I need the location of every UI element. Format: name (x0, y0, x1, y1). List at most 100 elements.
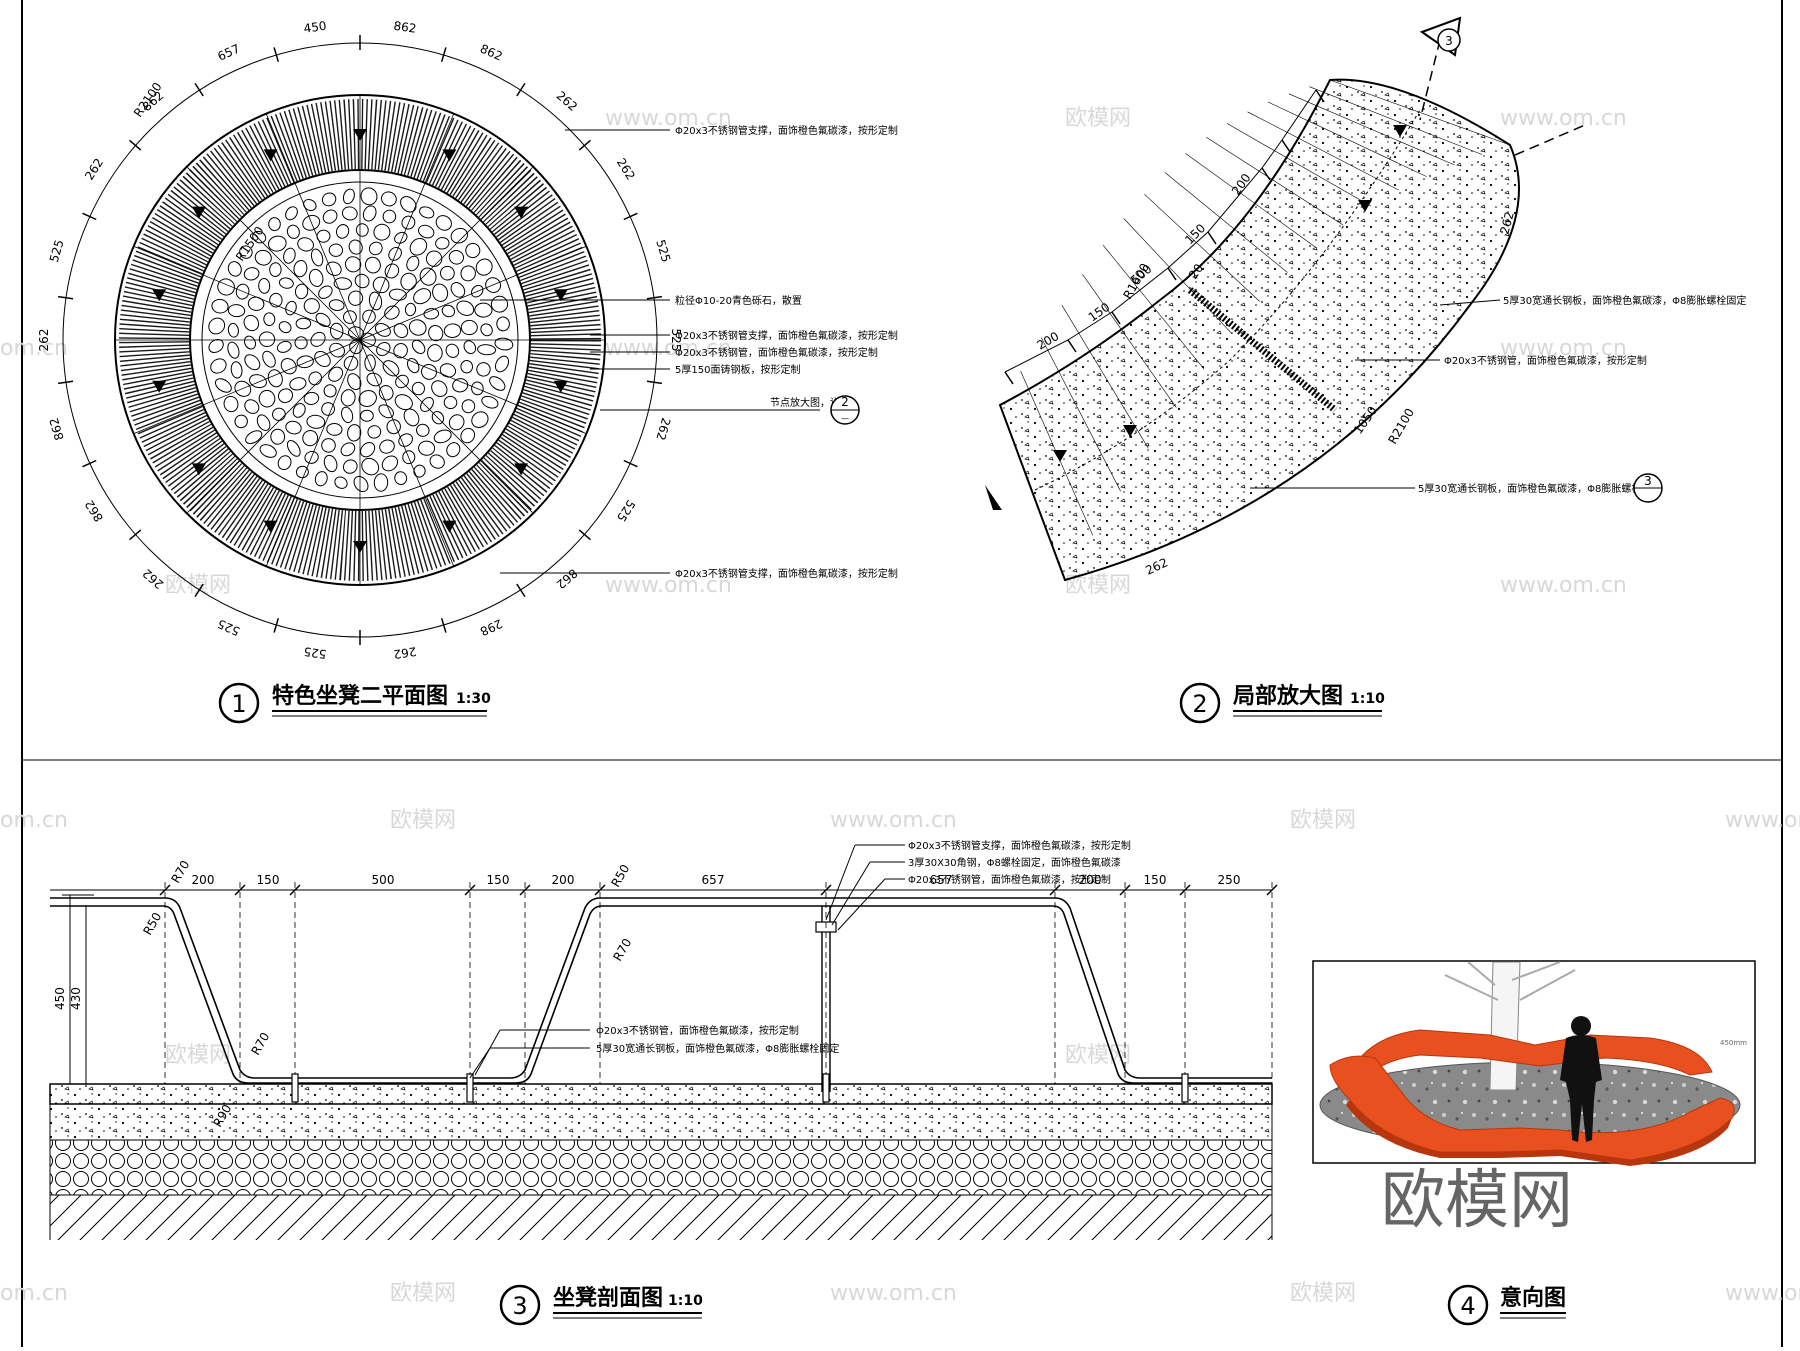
plan-cobblestone (398, 433, 413, 447)
plan-cobblestone (373, 473, 389, 492)
detail-section-line (1419, 39, 1586, 156)
watermark-site: www.om.cn (605, 336, 732, 361)
plan-cobblestone (314, 471, 328, 487)
plan-cobblestone (490, 295, 509, 313)
plan-cobblestone (303, 298, 320, 314)
plan-cobblestone (334, 476, 348, 489)
plan-radial-line (359, 339, 455, 567)
plan-cobblestone (285, 300, 297, 316)
section-radius-label: R70 (610, 936, 634, 963)
watermark-brand: 欧模网 (1290, 808, 1356, 833)
plan-cobblestone (348, 290, 364, 306)
plan-cobblestone (302, 430, 319, 447)
plan-level-marker (191, 206, 206, 219)
detail-support-tube (1187, 287, 1338, 413)
section-note: 5厚30宽通长钢板，面饰橙色氟碳漆，Φ8膨胀螺栓固定 (596, 1042, 839, 1055)
plan-cobblestone (328, 243, 344, 257)
plan-level-marker (442, 520, 457, 533)
section-bench-profile-inner (50, 905, 1272, 1084)
plan-detail-callout-number: 2 (841, 395, 849, 409)
plan-cobblestone (384, 305, 400, 320)
watermark-brand: 欧模网 (390, 808, 456, 833)
plan-cobblestone (211, 298, 229, 314)
plan-cobblestone (372, 276, 390, 294)
plan-dimension-label: 450 (303, 19, 328, 36)
plan-cobblestone (244, 399, 260, 414)
plan-cobblestone (432, 283, 449, 302)
render-bench-back (1359, 1029, 1713, 1076)
plan-cobblestone (382, 360, 400, 377)
detail-title: 局部放大图 (1233, 683, 1343, 709)
plan-cobblestone (411, 339, 426, 355)
section-soil-layer (50, 1195, 1272, 1240)
plan-cobblestone (249, 374, 267, 389)
plan-radial-line (359, 339, 534, 514)
plan-cobblestone (310, 331, 326, 347)
plan-cobblestone (429, 454, 445, 469)
plan-cobblestone (315, 312, 331, 327)
detail-slat-line (1206, 136, 1344, 226)
plan-cobblestone (234, 414, 248, 429)
plan-cobblestone (286, 224, 300, 239)
plan-cobblestone (360, 442, 376, 458)
plan-cobblestone (280, 358, 297, 375)
plan-detail-callout-sheet: — (841, 414, 849, 423)
plan-cobblestone (254, 249, 272, 266)
plan-cobblestone (343, 355, 359, 371)
watermarks: www.om.cn 欧模网 www.om.cn www.om.cn www.om… (0, 106, 1800, 1306)
plan-cobblestone (413, 288, 432, 305)
plan-cobblestone (419, 267, 437, 286)
plan-dimension-label: 525 (303, 644, 328, 661)
plan-note: 节点放大图，详 (770, 396, 840, 409)
plan-cobblestone (394, 394, 413, 411)
detail-dimension-tick (1207, 231, 1217, 245)
watermark-site: www.om.cn (1500, 336, 1627, 361)
render-person-silhouette (1560, 1016, 1602, 1142)
plan-cobblestone (360, 187, 378, 206)
section-dimension-label: 150 (257, 873, 280, 887)
plan-cobblestone (456, 300, 475, 316)
plan-cobblestone (460, 265, 476, 282)
section-pavement-layer (49, 1083, 1273, 1105)
plan-level-marker (514, 206, 529, 219)
plan-cobblestone (425, 250, 443, 267)
plan-cobblestone (421, 363, 437, 380)
plan-cobblestone (297, 237, 314, 252)
watermark-site: www.om.cn (1725, 1281, 1800, 1306)
plan-cobblestone (230, 361, 243, 379)
plan-radial-line (265, 339, 361, 567)
section-title-number: 3 (512, 1292, 527, 1320)
plan-cobblestone (244, 354, 261, 371)
plan-cobblestone (416, 423, 430, 437)
plan-cobblestone (296, 355, 314, 369)
section-note: Φ20x3不锈钢管支撑，面饰橙色氟碳漆，按形定制 (908, 839, 1131, 852)
plan-cobblestone (347, 373, 362, 390)
detail-level-marker (1123, 425, 1137, 437)
detail-slat-line (1226, 123, 1372, 207)
detail-dimension-label: 262 (1143, 555, 1170, 577)
plan-cobblestone (460, 360, 474, 374)
plan-cobblestone (294, 336, 308, 350)
plan-cobblestone (367, 425, 382, 439)
plan-cobblestone (285, 420, 302, 435)
section-dimension-tick (519, 884, 531, 896)
plan-cobblestone (394, 231, 408, 244)
plan-dimension-label: 525 (669, 329, 683, 352)
section-dimension-tick (1266, 884, 1278, 896)
plan-cobblestone (343, 310, 357, 324)
plan-cobblestone (461, 399, 476, 414)
plan-cobblestone (353, 475, 369, 493)
section-dimension-tick (234, 884, 246, 896)
plan-dimension-tick (273, 47, 280, 62)
plan-cobblestone (362, 309, 376, 324)
plan-cobblestone (435, 237, 450, 250)
plan-cobblestone (245, 430, 263, 444)
plan-dimension-label: 862 (554, 566, 580, 592)
plan-dimension-tick (194, 583, 204, 598)
watermark-brand: 欧模网 (1065, 106, 1131, 131)
section-dimension-label: 657 (930, 873, 953, 887)
plan-dimension-label: 525 (653, 238, 673, 264)
plan-cobblestone (342, 459, 358, 474)
detail-slat-line (1144, 193, 1260, 302)
detail-radius-label: R2100 (1385, 406, 1417, 447)
